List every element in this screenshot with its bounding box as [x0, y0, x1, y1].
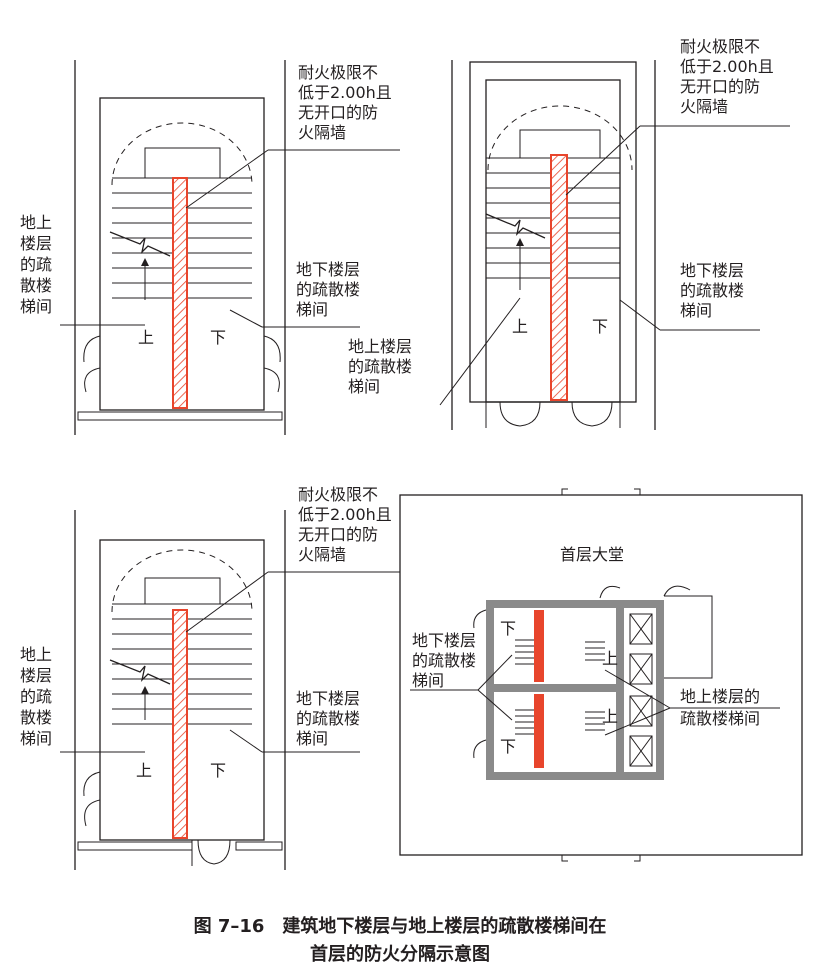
- panel-a-above-ground-label: 地上 楼层 的疏 散楼 梯间: [20, 213, 52, 316]
- svg-text:的疏: 的疏: [20, 687, 52, 706]
- caption-line-2: 首层的防火分隔示意图: [310, 943, 490, 965]
- panel-c-below-ground-label: 地下楼层 的疏散楼 梯间: [296, 689, 360, 748]
- panel-c-stair-plan: 上 下: [60, 510, 400, 870]
- panel-a-fire-wall: [172, 177, 188, 409]
- svg-text:楼层: 楼层: [20, 234, 52, 253]
- svg-text:无开口的防: 无开口的防: [298, 525, 378, 544]
- panel-a-below-ground-label: 地下楼层 的疏散楼 梯间: [296, 260, 360, 319]
- svg-text:的疏: 的疏: [20, 255, 52, 274]
- svg-text:梯间: 梯间: [20, 729, 52, 748]
- panel-b-up-label: 上: [512, 317, 528, 336]
- panel-d-up-label-upper: 上: [602, 649, 618, 668]
- panel-c-above-ground-label: 地上 楼层 的疏 散楼 梯间: [20, 645, 52, 748]
- panel-b-fire-wall-label: 耐火极限不 低于2.00h且 无开口的防 火隔墙: [680, 37, 774, 116]
- svg-text:低于2.00h且: 低于2.00h且: [298, 505, 392, 524]
- svg-text:疏散楼梯间: 疏散楼梯间: [680, 709, 760, 728]
- panel-b-below-ground-label: 地下楼层 的疏散楼 梯间: [680, 261, 744, 320]
- panel-d-up-label-lower: 上: [602, 707, 618, 726]
- svg-text:梯间: 梯间: [296, 729, 328, 748]
- svg-text:梯间: 梯间: [20, 297, 52, 316]
- svg-text:梯间: 梯间: [296, 300, 328, 319]
- svg-text:地下楼层: 地下楼层: [296, 260, 360, 279]
- panel-d-above-ground-label: 地上楼层的 疏散楼梯间: [680, 687, 760, 728]
- caption-line-1: 图 7–16 建筑地下楼层与地上楼层的疏散楼梯间在: [194, 915, 607, 937]
- panel-b-above-ground-label: 地上楼层 的疏散楼 梯间: [348, 337, 412, 396]
- figure-caption: 图 7–16 建筑地下楼层与地上楼层的疏散楼梯间在 首层的防火分隔示意图: [194, 915, 607, 965]
- panel-d-down-label-lower: 下: [500, 737, 516, 756]
- svg-text:散楼: 散楼: [20, 708, 52, 727]
- svg-text:地上: 地上: [20, 645, 52, 664]
- panel-a-up-label: 上: [138, 328, 154, 347]
- svg-text:地下楼层: 地下楼层: [412, 631, 476, 650]
- svg-text:散楼: 散楼: [20, 276, 52, 295]
- svg-text:楼层: 楼层: [20, 666, 52, 685]
- svg-text:地下楼层: 地下楼层: [296, 689, 360, 708]
- svg-text:梯间: 梯间: [680, 301, 712, 320]
- panel-c-fire-wall: [172, 609, 188, 839]
- svg-text:耐火极限不: 耐火极限不: [680, 37, 760, 56]
- panel-d-stair-core: [486, 600, 664, 780]
- panel-c-down-label: 下: [210, 761, 226, 780]
- svg-text:的疏散楼: 的疏散楼: [412, 651, 476, 670]
- panel-d-elevators: [629, 613, 653, 767]
- svg-text:低于2.00h且: 低于2.00h且: [298, 83, 392, 102]
- svg-text:地上楼层: 地上楼层: [348, 337, 412, 356]
- svg-text:耐火极限不: 耐火极限不: [298, 63, 378, 82]
- panel-d-treads: [515, 639, 605, 735]
- panel-b-stair-plan: 上 下: [439, 60, 790, 430]
- panel-d-fire-wall-lower: [534, 694, 544, 768]
- svg-text:无开口的防: 无开口的防: [298, 103, 378, 122]
- panel-d-below-ground-label: 地下楼层 的疏散楼 梯间: [412, 631, 476, 690]
- svg-text:梯间: 梯间: [348, 377, 380, 396]
- svg-text:火隔墙: 火隔墙: [298, 123, 346, 142]
- svg-text:无开口的防: 无开口的防: [680, 77, 760, 96]
- panel-a-fire-wall-label: 耐火极限不 低于2.00h且 无开口的防 火隔墙: [298, 63, 392, 142]
- panel-a-down-label: 下: [210, 328, 226, 347]
- panel-d-down-label-upper: 下: [500, 619, 516, 638]
- svg-text:地下楼层: 地下楼层: [680, 261, 744, 280]
- svg-text:的疏散楼: 的疏散楼: [680, 281, 744, 300]
- svg-text:的疏散楼: 的疏散楼: [296, 280, 360, 299]
- panel-c-fire-wall-label: 耐火极限不 低于2.00h且 无开口的防 火隔墙: [298, 485, 392, 564]
- svg-text:的疏散楼: 的疏散楼: [348, 357, 412, 376]
- svg-text:地上: 地上: [20, 213, 52, 232]
- panel-a-stair-plan: 上 下: [60, 60, 400, 435]
- svg-text:火隔墙: 火隔墙: [298, 545, 346, 564]
- svg-text:耐火极限不: 耐火极限不: [298, 485, 378, 504]
- panel-b-down-label: 下: [592, 317, 608, 336]
- svg-text:火隔墙: 火隔墙: [680, 97, 728, 116]
- panel-b-fire-wall: [550, 154, 568, 401]
- svg-text:地上楼层的: 地上楼层的: [680, 687, 760, 706]
- panel-d-fire-wall-upper: [534, 610, 544, 682]
- svg-text:的疏散楼: 的疏散楼: [296, 709, 360, 728]
- panel-d-lobby-plan: 下 上 上 下 首层大堂: [399, 488, 803, 862]
- panel-d-lobby-label: 首层大堂: [560, 545, 624, 564]
- svg-text:梯间: 梯间: [412, 671, 444, 690]
- svg-text:低于2.00h且: 低于2.00h且: [680, 57, 774, 76]
- panel-c-up-label: 上: [136, 761, 152, 780]
